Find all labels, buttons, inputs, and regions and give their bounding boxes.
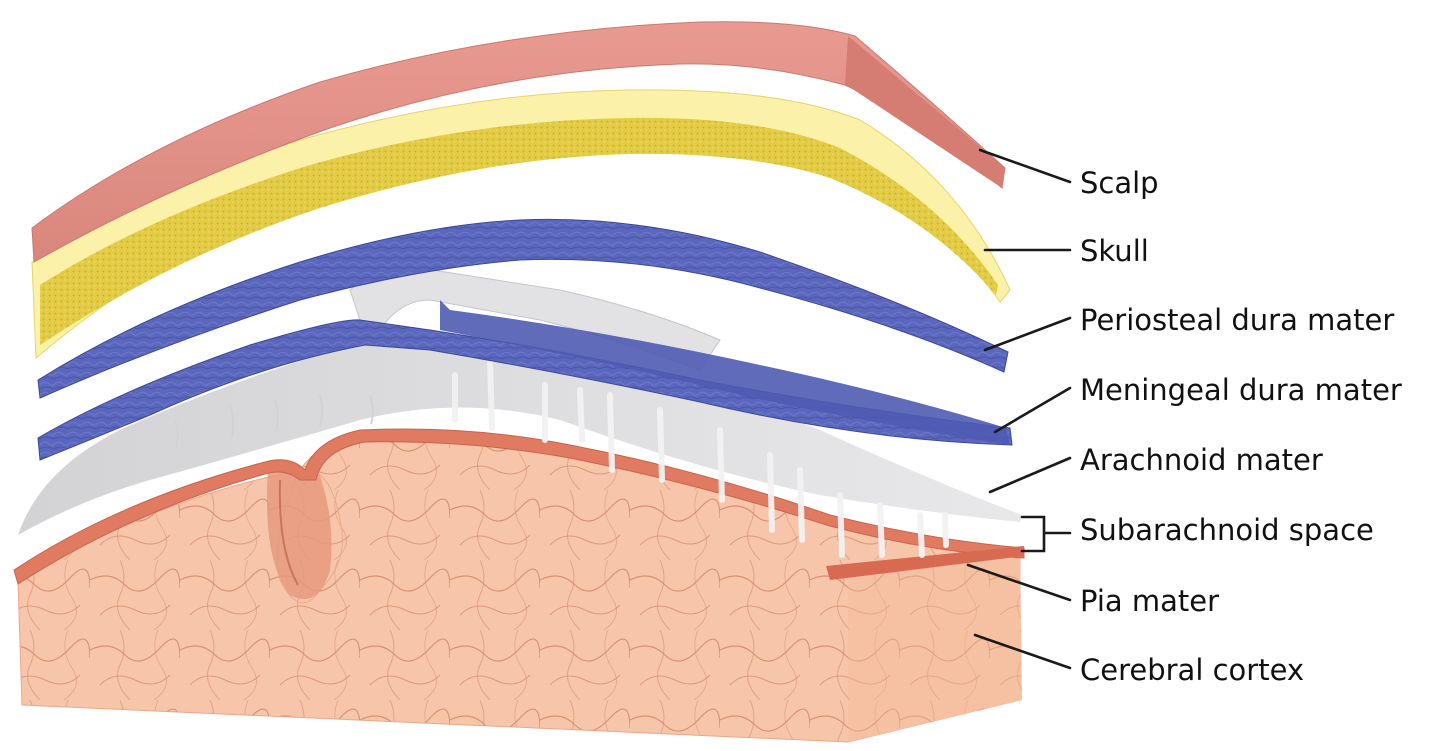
leader-subarachnoid-bracket bbox=[1022, 517, 1070, 551]
label-arachnoid-mater: Arachnoid mater bbox=[1080, 443, 1323, 477]
label-meningeal-dura-mater: Meningeal dura mater bbox=[1080, 373, 1402, 407]
leader-periosteal bbox=[985, 318, 1070, 350]
leader-arachnoid bbox=[990, 458, 1070, 492]
labels: Scalp Skull Periosteal dura mater Mening… bbox=[1080, 166, 1402, 687]
label-cerebral-cortex: Cerebral cortex bbox=[1080, 653, 1304, 687]
leader-meningeal bbox=[995, 388, 1070, 432]
label-periosteal-dura-mater: Periosteal dura mater bbox=[1080, 303, 1394, 337]
label-skull: Skull bbox=[1080, 234, 1149, 268]
label-scalp: Scalp bbox=[1080, 166, 1159, 200]
label-subarachnoid-space: Subarachnoid space bbox=[1080, 513, 1374, 547]
label-pia-mater: Pia mater bbox=[1080, 584, 1219, 618]
